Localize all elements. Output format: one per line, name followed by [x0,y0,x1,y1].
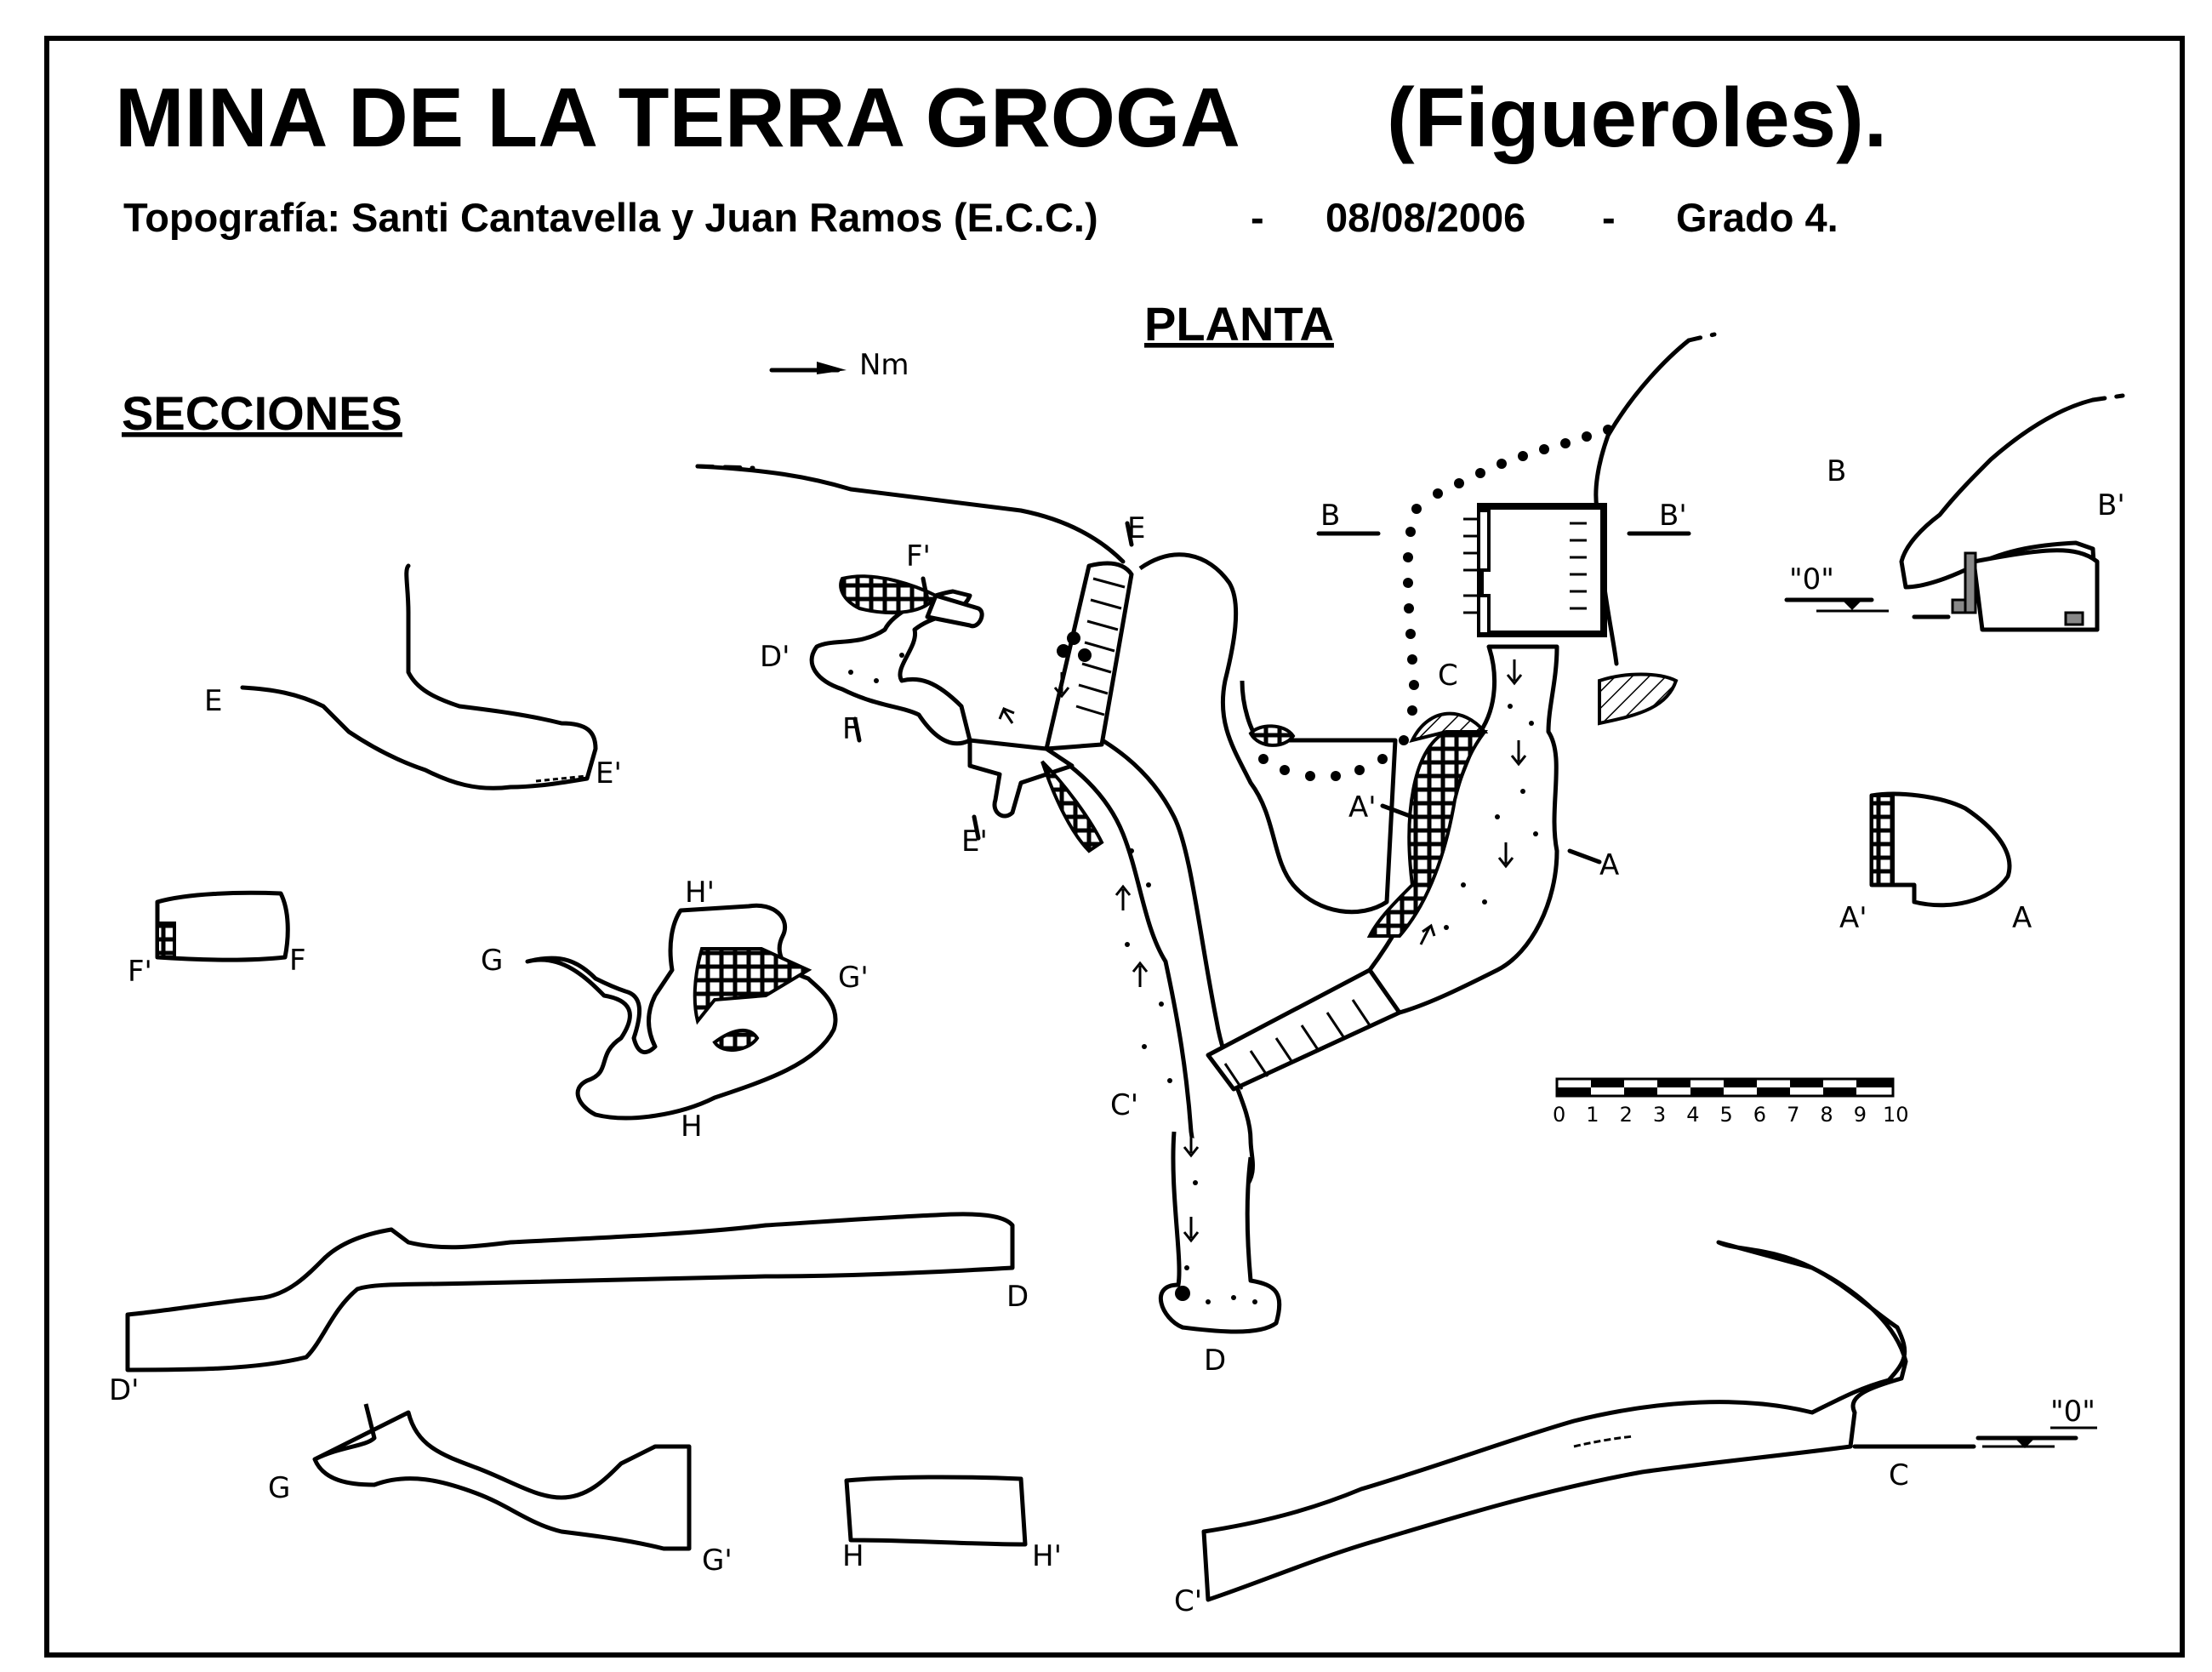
section-label-a: A [2012,901,2032,935]
plan-label-d-prime: D' [760,640,790,674]
plan-label-g: G [481,944,503,978]
scale-tick-3: 3 [1653,1103,1666,1127]
section-label-f: F [289,944,306,978]
scale-tick-7: 7 [1787,1103,1799,1127]
plan-label-f-prime: F' [906,539,931,574]
section-label-e: E [204,684,222,718]
north-arrow-icon [769,362,847,374]
plan-label-c: C [1438,659,1458,693]
section-label-b: B [1827,454,1846,488]
scale-tick-6: 6 [1753,1103,1766,1127]
plan-label-h: H [681,1110,703,1144]
plan-label-a-prime: A' [1348,790,1377,825]
heading-secciones: SECCIONES [122,386,402,440]
subtitle-grade: Grado 4. [1676,195,1839,240]
scale-tick-9: 9 [1854,1103,1867,1127]
section-label-b-prime: B' [2097,488,2125,522]
section-label-c: C [1889,1458,1909,1492]
scale-tick-10: 10 [1883,1103,1909,1127]
dotted-boundary [1258,425,1613,781]
scale-tick-4: 4 [1686,1103,1699,1127]
section-label-h-prime: H' [1032,1539,1062,1573]
plan-label-h-prime: H' [685,876,715,910]
scale-tick-8: 8 [1820,1103,1833,1127]
section-label-g-prime: G' [702,1544,733,1578]
scale-tick-2: 2 [1620,1103,1633,1127]
scale-bar [1555,1077,1895,1098]
title-main: MINA DE LA TERRA GROGA [115,71,1240,164]
section-label-h: H [842,1539,864,1573]
plan-label-b-prime: B' [1659,499,1687,533]
subtitle-sep1: - [1251,195,1264,240]
plan-label-g-prime: G' [838,961,869,995]
sheet-frame [44,36,2185,1658]
section-label-f-prime: F' [128,955,152,989]
plan-label-e-prime: E' [961,825,988,859]
scale-tick-0: 0 [1553,1103,1565,1127]
subtitle-sep2: - [1602,195,1616,240]
sections-view [125,393,2125,1602]
plan-label-b: B [1320,499,1340,533]
subtitle-topografia: Topografía: Santi Cantavella y Juan Ramo… [123,195,1098,240]
section-label-g: G [268,1471,290,1505]
datum-label-c-section: "0" [2050,1395,2095,1429]
section-label-d-prime: D' [109,1373,140,1407]
scale-tick-1: 1 [1586,1103,1599,1127]
heading-planta: PLANTA [1144,297,1334,351]
section-label-c-prime: C' [1174,1584,1202,1618]
plan-label-c-prime: C' [1110,1088,1138,1122]
title-place: (Figueroles). [1387,71,1887,164]
section-label-e-prime: E' [596,756,622,790]
section-label-d: D [1006,1280,1029,1314]
plan-label-d: D [1204,1344,1226,1378]
plan-label-a: A [1599,848,1619,882]
section-label-a-prime: A' [1839,901,1867,935]
plan-label-f: F [842,712,859,746]
scale-tick-5: 5 [1720,1103,1733,1127]
plan-label-e: E [1127,511,1145,545]
north-label: Nm [859,348,909,382]
datum-label-b-section: "0" [1789,562,1834,596]
plan-view [525,332,1717,1334]
subtitle-date: 08/08/2006 [1325,195,1525,240]
